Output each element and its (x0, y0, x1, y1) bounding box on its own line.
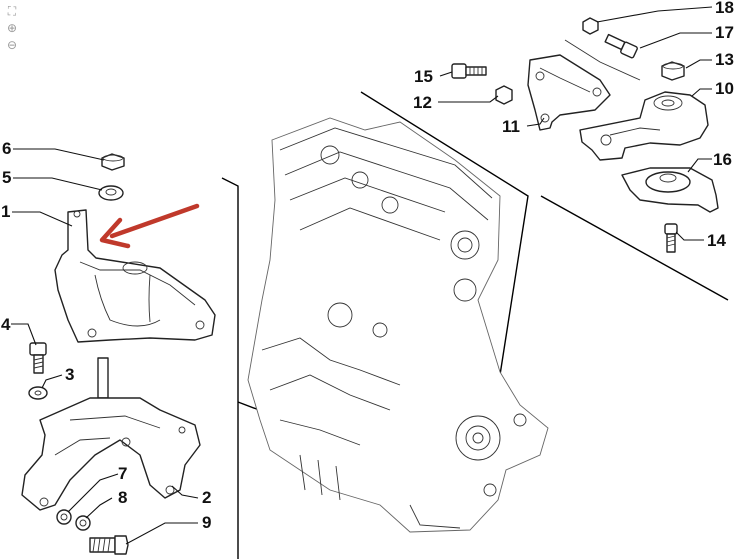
part-16-pad (621, 167, 719, 213)
part-17-bolt (604, 33, 638, 59)
part-5-washer (98, 185, 124, 201)
callout-18: 18 (715, 0, 734, 17)
part-3-washer (28, 386, 48, 400)
callout-13: 13 (715, 50, 734, 69)
callout-8: 8 (118, 488, 127, 507)
part-6-nut (101, 153, 125, 171)
part-2-bracket (21, 357, 201, 511)
engine-block (247, 117, 549, 533)
callout-4: 4 (1, 315, 11, 334)
part-10-mount (579, 91, 709, 161)
part-1-bracket (54, 209, 216, 343)
callout-17: 17 (715, 23, 734, 42)
part-18-nut (582, 17, 599, 35)
callout-15: 15 (414, 67, 433, 86)
part-12-nut (495, 85, 513, 105)
part-15-bolt (451, 63, 487, 79)
part-8-washer (75, 515, 91, 531)
callout-10: 10 (715, 79, 734, 98)
zoom-in-icon[interactable]: ⊕ (6, 21, 18, 35)
callout-9: 9 (202, 513, 211, 532)
leader-lines (11, 6, 713, 545)
zoom-toolbar: ⛶ ⊕ ⊖ (5, 4, 21, 52)
part-7-washer (56, 509, 72, 525)
callout-3: 3 (65, 365, 74, 384)
callout-11: 11 (502, 117, 520, 136)
callout-7: 7 (118, 464, 127, 483)
part-4-bolt (29, 342, 47, 374)
callout-2: 2 (202, 488, 211, 507)
part-13-nut (661, 61, 685, 81)
callout-12: 12 (413, 93, 432, 112)
callout-labels: 6 5 1 4 3 7 8 2 9 18 17 13 10 16 14 15 1… (1, 0, 734, 532)
callout-5: 5 (2, 168, 11, 187)
part-14-bolt (664, 223, 678, 253)
callout-14: 14 (707, 231, 726, 250)
fit-view-icon[interactable]: ⛶ (7, 4, 17, 18)
part-9-bolt (89, 535, 129, 555)
highlight-arrow (99, 203, 200, 249)
callout-1: 1 (1, 202, 10, 221)
callout-6: 6 (2, 139, 11, 158)
part-11-bracket (527, 39, 641, 131)
callout-16: 16 (713, 150, 732, 169)
zoom-out-icon[interactable]: ⊖ (6, 38, 18, 52)
